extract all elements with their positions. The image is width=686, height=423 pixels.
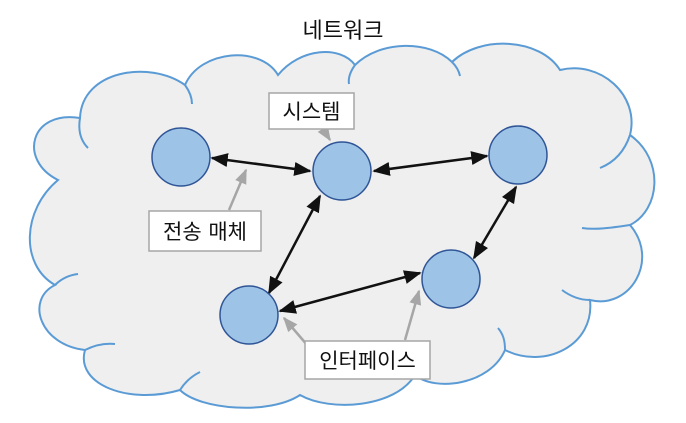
pointer-interface-right	[403, 289, 422, 341]
system-node	[488, 125, 548, 185]
label-medium-text: 전송 매체	[163, 220, 247, 244]
label-medium-box	[148, 210, 262, 252]
links	[210, 151, 518, 314]
label-system-text: 시스템	[283, 100, 341, 124]
cloud-lobe	[184, 84, 193, 105]
pointer-interface-left	[283, 316, 309, 347]
label-interface: 인터페이스	[304, 340, 431, 380]
cloud-lobe	[347, 64, 356, 85]
link-n2-n5	[267, 194, 322, 295]
label-system-box	[268, 92, 355, 130]
system-node	[219, 285, 279, 345]
cloud-lobe	[54, 273, 79, 286]
label-interface-box	[304, 340, 431, 380]
system-node	[312, 141, 372, 201]
cloud-lobe	[84, 342, 116, 351]
pointer-medium	[227, 168, 248, 211]
cloud-lobe	[179, 371, 201, 391]
label-medium: 전송 매체	[148, 210, 262, 252]
cloud-lobe	[581, 224, 631, 230]
pointer-system	[317, 125, 332, 142]
cloud-lobe	[561, 289, 591, 301]
cloud-lobe	[599, 134, 631, 169]
system-node	[421, 249, 481, 309]
pointers	[227, 125, 422, 347]
diagram-title: 네트워크	[303, 19, 384, 44]
nodes	[151, 125, 548, 345]
label-interface-text: 인터페이스	[319, 349, 416, 373]
system-node	[151, 127, 211, 187]
link-n3-n4	[472, 185, 518, 260]
link-n1-n2	[210, 153, 312, 176]
cloud-lobe	[78, 117, 89, 149]
cloud-lobe	[497, 327, 506, 351]
link-n4-n5	[278, 270, 422, 314]
label-system: 시스템	[268, 92, 355, 130]
link-n2-n3	[372, 151, 489, 176]
cloud-lobe	[451, 61, 461, 77]
